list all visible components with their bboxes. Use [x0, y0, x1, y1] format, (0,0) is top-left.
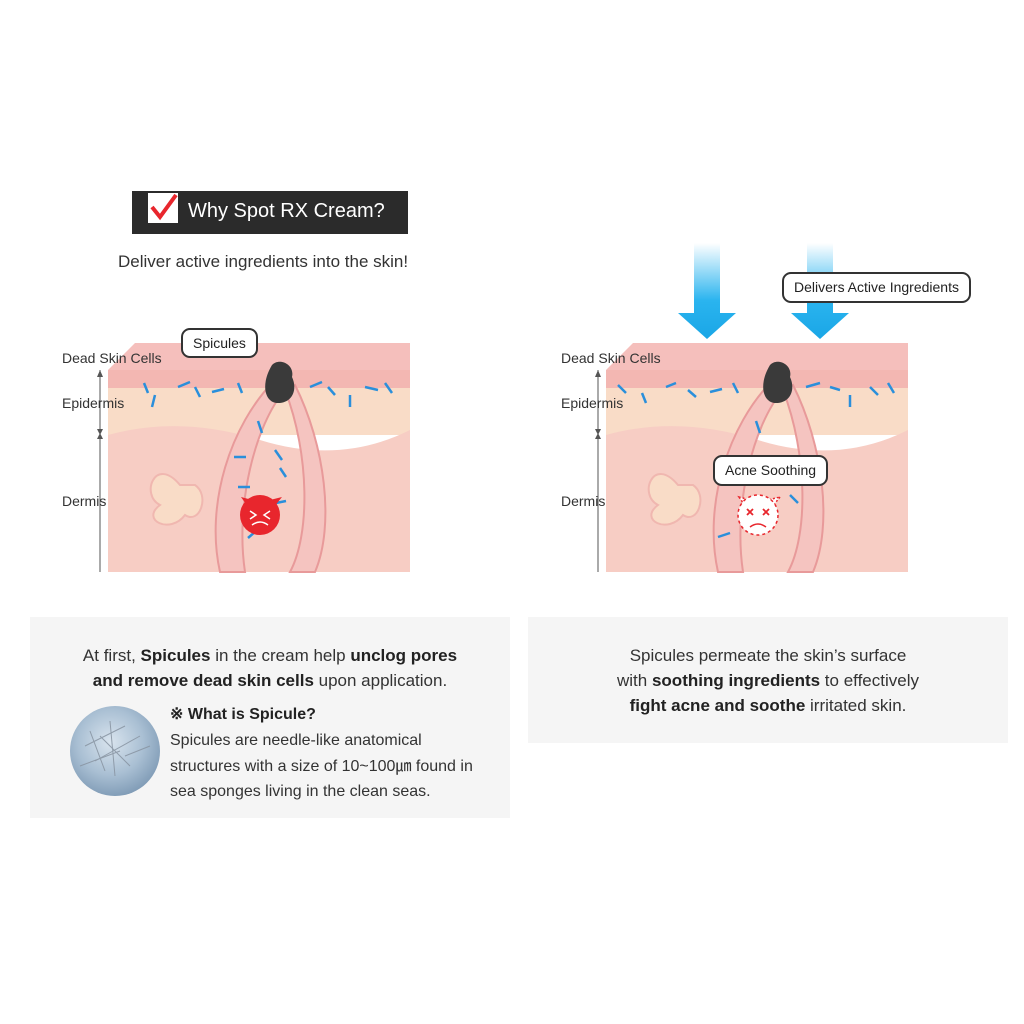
sebaceous-gland [647, 473, 702, 526]
right-info-line2: with soothing ingredients to effectively [617, 671, 919, 690]
header-title: Why Spot RX Cream? [188, 200, 385, 222]
blackhead [763, 361, 793, 403]
hair-follicle [214, 378, 287, 573]
spicule-microscope-image [70, 706, 160, 796]
right-info-line3: fight acne and soothe irritated skin. [629, 696, 907, 715]
label-dead-skin-cells: Dead Skin Cells [561, 350, 661, 366]
label-dermis: Dermis [62, 493, 107, 509]
skin-diagram-right [595, 343, 908, 573]
right-info-text: Spicules permeate the skin’s surface wit… [528, 643, 1008, 718]
right-info-panel [528, 617, 1008, 743]
hair-follicle [712, 378, 785, 573]
left-info-line1: At first, Spicules in the cream help unc… [82, 646, 458, 665]
label-dermis: Dermis [561, 493, 606, 509]
what-is-spicule-title: ※ What is Spicule? [170, 706, 316, 723]
header-subtitle: Deliver active ingredients into the skin… [118, 252, 409, 271]
acne-bacteria-icon [240, 495, 282, 535]
left-info-text: At first, Spicules in the cream help unc… [30, 643, 510, 693]
label-epidermis: Epidermis [62, 395, 125, 411]
what-is-spicule-body: Spicules are needle-like anatomical stru… [170, 732, 473, 800]
delivers-ingredients-bubble: Delivers Active Ingredients [782, 272, 971, 303]
spicules [142, 380, 394, 539]
blackhead [265, 361, 295, 403]
spicules [617, 381, 896, 539]
sebaceous-gland [149, 473, 204, 526]
right-info-line1: Spicules permeate the skin’s surface [629, 646, 907, 665]
label-epidermis: Epidermis [561, 395, 624, 411]
left-info-line2: and remove dead skin cells upon applicat… [92, 671, 448, 690]
checkmark-icon [150, 193, 178, 221]
label-dead-skin-cells: Dead Skin Cells [62, 350, 162, 366]
checkbox-icon [146, 191, 180, 225]
spicule-needles-icon [79, 720, 151, 777]
skin-diagram-left [97, 343, 410, 573]
dead-skin-top [606, 343, 908, 370]
spicules-bubble: Spicules [181, 328, 258, 358]
acne-soothing-bubble: Acne Soothing [713, 455, 829, 486]
soothed-acne-icon [737, 494, 782, 536]
arrow-down-icon [678, 243, 736, 339]
